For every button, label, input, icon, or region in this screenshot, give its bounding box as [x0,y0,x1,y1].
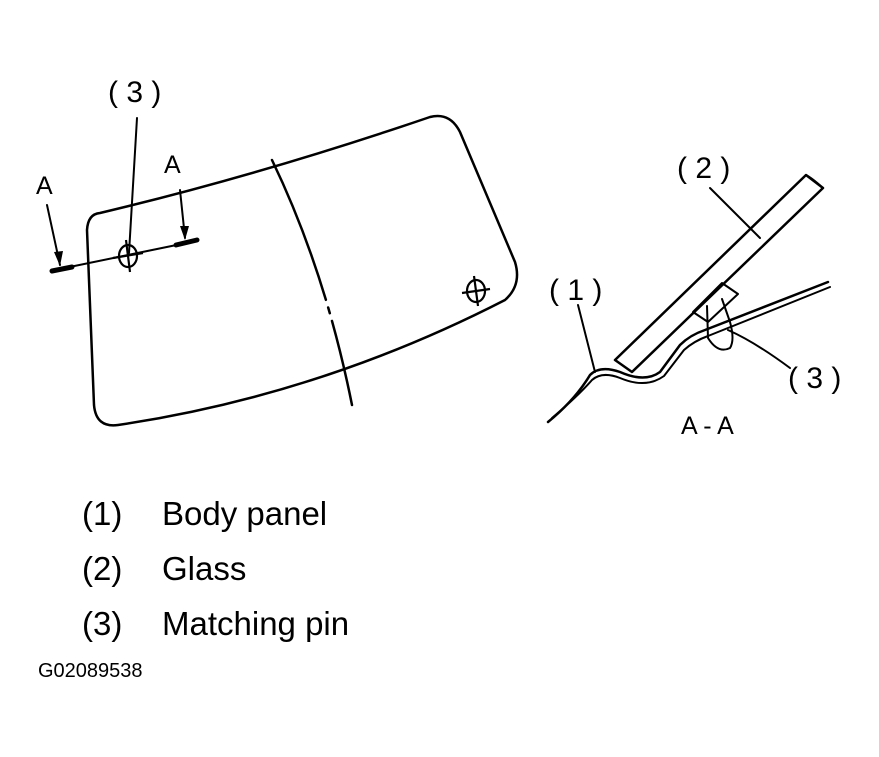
glass-section-end [805,174,824,189]
legend-item-glass: (2) Glass [82,541,349,596]
body-panel-inner [551,286,831,419]
glass-outline [85,114,519,427]
section-callout-pin-label: ( 3 ) [788,362,841,395]
legend-label: Glass [162,549,247,587]
pin-callout-label: ( 3 ) [108,76,161,109]
body-panel-outer [546,280,830,424]
section-view [546,173,831,424]
legend-item-body-panel: (1) Body panel [82,486,349,541]
legend-item-matching-pin: (3) Matching pin [82,596,349,651]
legend-label: Matching pin [162,604,350,642]
arrowhead-right [180,226,189,240]
section-marker-right-label: A [164,151,181,179]
section-cut-end-right [173,237,200,248]
section-callout-body-panel-label: ( 1 ) [549,274,602,307]
figure-code: G02089538 [38,660,143,682]
pin-section-leader-line [727,329,791,369]
pin-leader-line [128,117,138,254]
glass-ceramic-line [270,158,354,407]
legend-number: (2) [82,549,123,587]
legend-label: Body panel [162,494,328,532]
section-marker-left-label: A [36,172,53,200]
glass-leader-line [709,187,761,239]
body-panel-leader-line [577,304,596,373]
matching-pin-base [692,282,739,323]
legend-number: (1) [82,494,123,532]
arrowheads [54,226,189,266]
legend: (1) Body panel (2) Glass (3) Matching pi… [82,486,349,651]
glass-front-view [46,114,519,427]
section-cut-end-left [49,264,75,274]
legend-number: (3) [82,604,123,642]
glass-section [613,173,825,374]
matching-pin-symbol-right [461,275,491,307]
section-callout-glass-label: ( 2 ) [677,152,730,185]
section-title-label: A - A [681,412,734,440]
matching-pin-symbol-left [112,239,144,273]
matching-pin-shaft [706,298,734,351]
arrowhead-left [54,251,63,266]
